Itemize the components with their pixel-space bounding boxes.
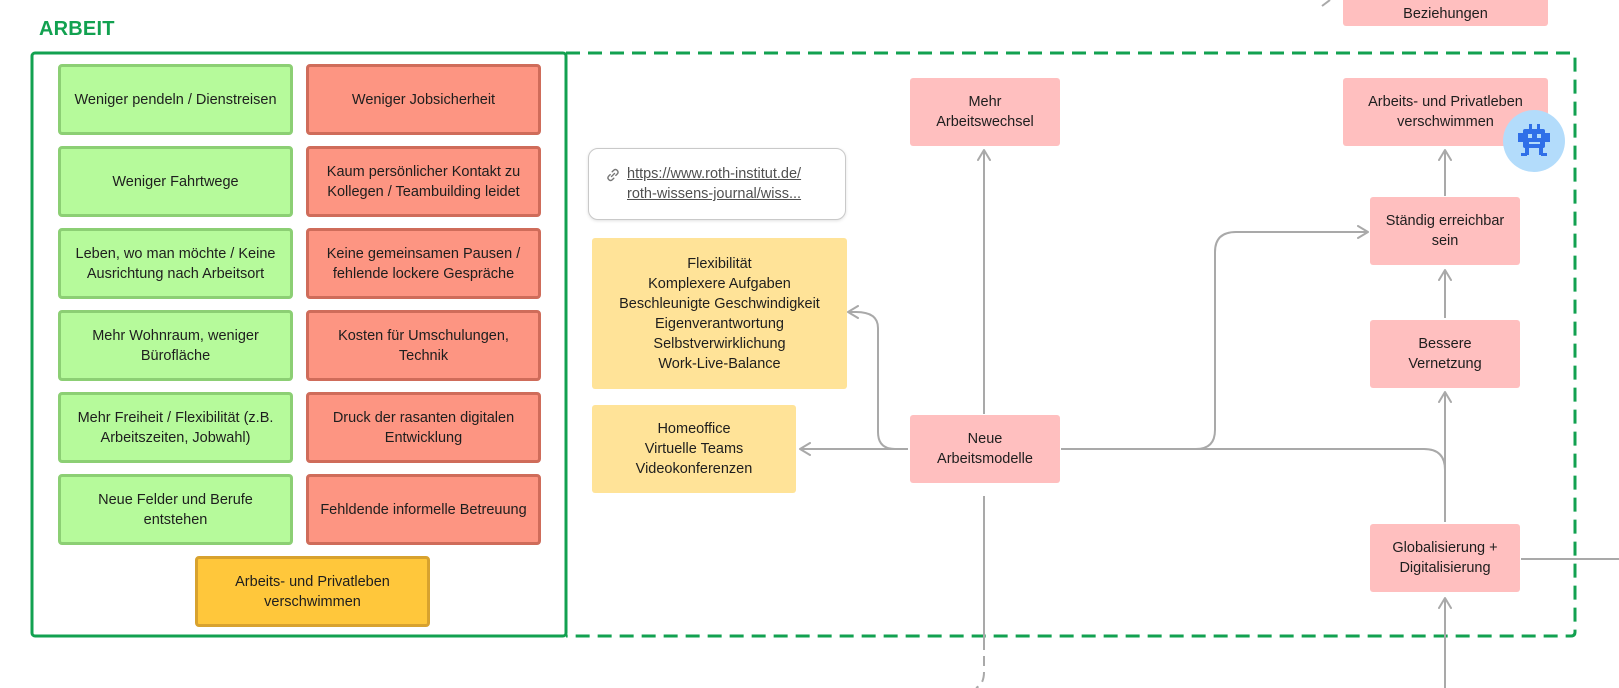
link-card[interactable]: https://www.roth-institut.de/ roth-wisse…: [588, 148, 846, 220]
card-staendig-erreichbar[interactable]: Ständig erreichbar sein: [1370, 197, 1520, 265]
con-card-3[interactable]: Keine gemeinsamen Pausen / fehlende lock…: [306, 228, 541, 299]
note-tools[interactable]: Homeoffice Virtuelle Teams Videokonferen…: [592, 405, 796, 493]
pro-card-5[interactable]: Mehr Freiheit / Flexibilität (z.B. Arbei…: [58, 392, 293, 463]
pro-card-6[interactable]: Neue Felder und Berufe entstehen: [58, 474, 293, 545]
connector-to-erreichbar: [1061, 225, 1369, 450]
robot-avatar-glyph: [1518, 124, 1550, 156]
card-mehr-arbeitswechsel[interactable]: Mehr Arbeitswechsel: [910, 78, 1060, 146]
frame-solid-section: [30, 51, 568, 638]
con-card-2[interactable]: Kaum persönlicher Kontakt zu Kollegen / …: [306, 146, 541, 217]
card-bessere-vernetzung[interactable]: Bessere Vernetzung: [1370, 320, 1520, 388]
robot-avatar-icon[interactable]: [1503, 110, 1565, 172]
connector-top-partial: [1321, 0, 1331, 7]
con-card-6[interactable]: Fehldende informelle Betreuung: [306, 474, 541, 545]
note-aspects[interactable]: Flexibilität Komplexere Aufgaben Beschle…: [592, 238, 847, 389]
pro-card-3[interactable]: Leben, wo man möchte / Keine Ausrichtung…: [58, 228, 293, 299]
link-icon: [607, 168, 619, 182]
con-card-5[interactable]: Druck der rasanten digitalen Entwicklung: [306, 392, 541, 463]
frame-dashed-section: [566, 51, 1577, 638]
connector-to-globalisierung-line: [1061, 448, 1446, 522]
card-beziehungen-partial[interactable]: Beziehungen: [1343, 0, 1548, 26]
summary-card[interactable]: Arbeits- und Privatleben verschwimmen: [195, 556, 430, 627]
pro-card-2[interactable]: Weniger Fahrtwege: [58, 146, 293, 217]
pro-card-4[interactable]: Mehr Wohnraum, weniger Bürofläche: [58, 310, 293, 381]
link-url[interactable]: https://www.roth-institut.de/ roth-wisse…: [627, 166, 802, 202]
pro-card-1[interactable]: Weniger pendeln / Dienstreisen: [58, 64, 293, 135]
card-neue-arbeitsmodelle[interactable]: Neue Arbeitsmodelle: [910, 415, 1060, 483]
connector-arbeitsmodelle-down-dashed: [975, 640, 985, 688]
con-card-1[interactable]: Weniger Jobsicherheit: [306, 64, 541, 135]
con-card-4[interactable]: Kosten für Umschulungen, Technik: [306, 310, 541, 381]
card-globalisierung[interactable]: Globalisierung + Digitalisierung: [1370, 524, 1520, 592]
connector-to-aspects: [847, 305, 908, 450]
frame-title: ARBEIT: [39, 18, 115, 40]
